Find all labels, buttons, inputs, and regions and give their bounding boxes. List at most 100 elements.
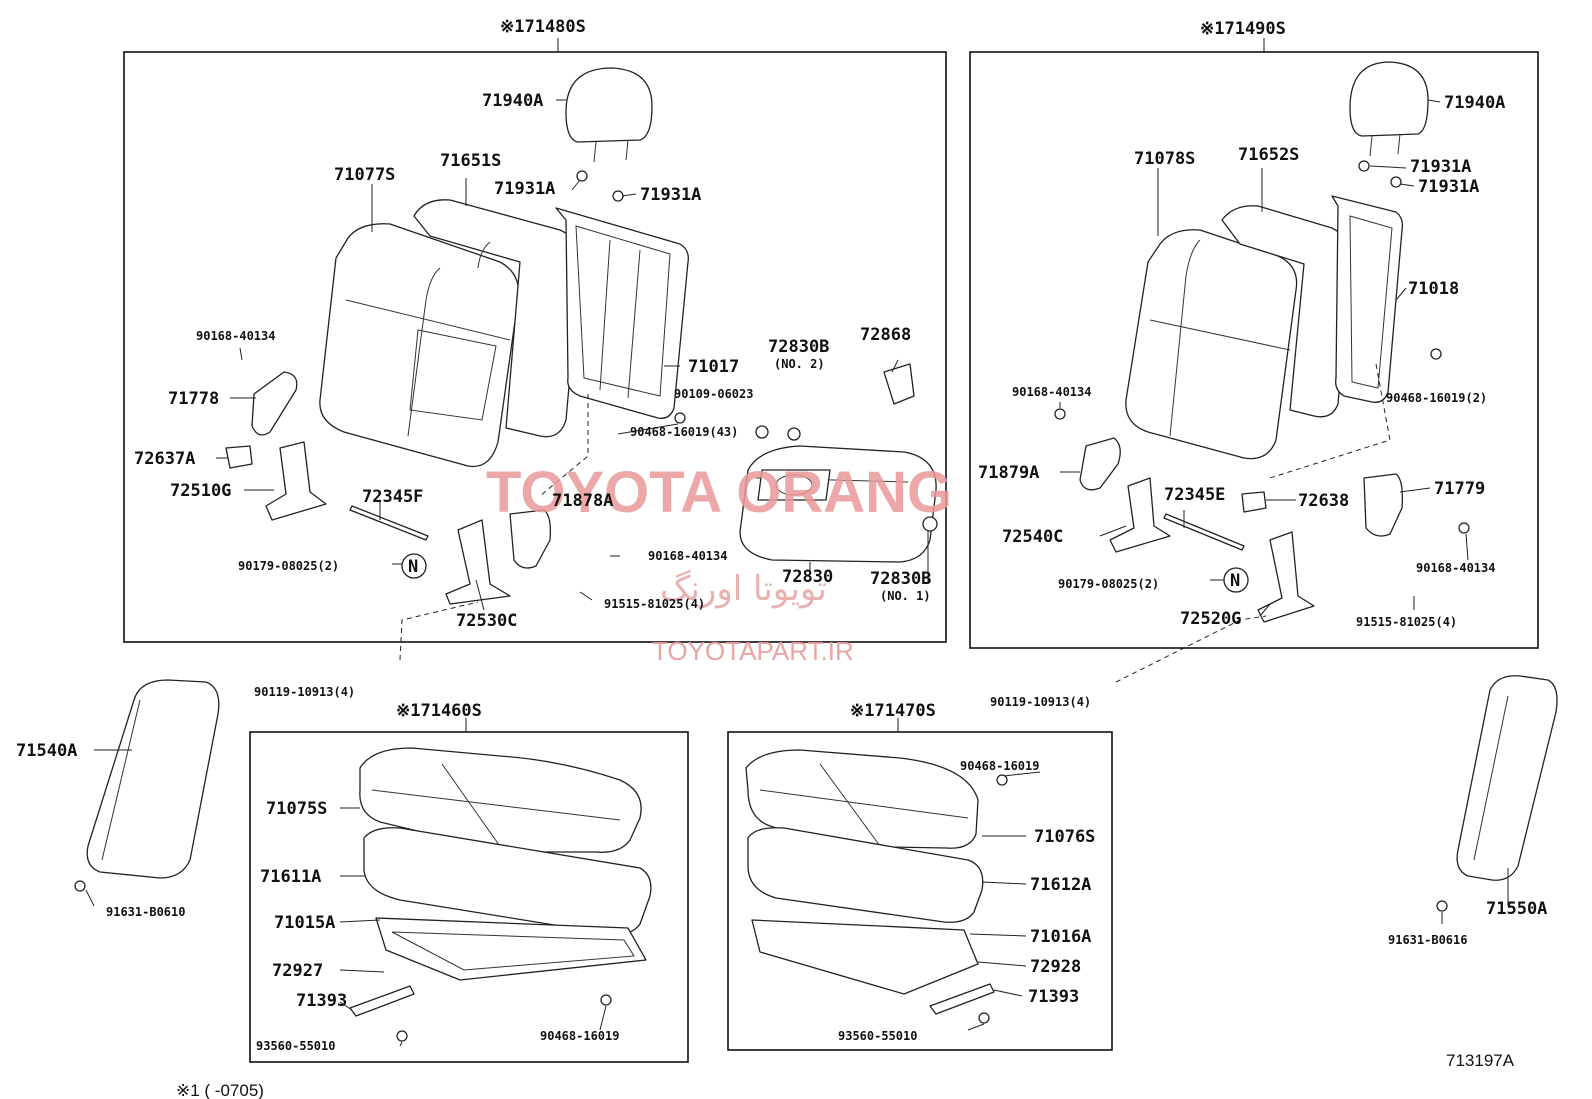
part-label: (NO. 2) [774,357,825,371]
part-label: 71931A [640,185,701,205]
part-label: 71540A [16,741,77,761]
trim-cover-illustration-71878A [509,509,552,569]
group-box-cushion-right [727,731,1113,1051]
part-label: 72927 [272,961,323,981]
part-label: 72345F [362,487,423,507]
hinge-bracket-illustration-72520G [1257,531,1315,623]
part-label: 90168-40134 [648,549,727,563]
part-label: 90468-16019 [960,759,1039,773]
group-label-cushion-right: ※171470S [850,701,936,721]
part-label: 90179-08025(2) [238,559,339,573]
bolt-illustration-93560-left [396,1030,408,1042]
cap-illustration-72830B-no1 [922,516,938,532]
part-label: 90468-16019(2) [1386,391,1487,405]
part-label: 90468-16019 [540,1029,619,1043]
part-label: 90468-16019(43) [630,425,738,439]
group-box-rear-back-left [123,51,947,643]
bolt-illustration-90168-r2 [1458,522,1470,534]
part-label: 72345E [1164,485,1225,505]
part-label: 71612A [1030,875,1091,895]
part-label: 90119-10913(4) [990,695,1091,709]
figure-id: 713197A [1446,1051,1515,1070]
part-label: 71015A [274,913,335,933]
part-label: 71077S [334,165,395,185]
cushion-pad-illustration-right [747,827,984,923]
knob-illustration-72638 [1241,491,1267,513]
hinge-bracket-illustration-72510G [265,441,327,521]
part-label: 93560-55010 [838,1029,917,1043]
footnote: ※1 ( -0705) [176,1081,264,1099]
part-label: 72510G [170,481,231,501]
part-label: 71879A [978,463,1039,483]
watermark-url: TOYOTAPART.IR [652,636,854,666]
part-label: 72868 [860,325,911,345]
clip-illustration-71931A-l1 [576,170,588,182]
part-label: 71550A [1486,899,1547,919]
install-line-left [399,601,479,661]
part-label: 91515-81025(4) [604,597,705,611]
clip-illustration-90468-cl [600,994,612,1006]
part-label: 90119-10913(4) [254,685,355,699]
headrest-illustration-right [1349,61,1429,157]
part-label: 71393 [296,991,347,1011]
part-label: 71652S [1238,145,1299,165]
n-marker-right [1223,567,1249,593]
seatback-pad-illustration-right [1125,229,1298,460]
part-label: 71931A [494,179,555,199]
part-label: 90109-06023 [674,387,753,401]
n-marker-right-text: N [1230,571,1240,591]
part-label: 71018 [1408,279,1459,299]
group-label-rear-back-right: ※171490S [1200,19,1286,39]
part-label: 72830 [782,567,833,587]
hinge-bracket-illustration-72540C [1109,477,1171,553]
part-label: 90168-40134 [196,329,275,343]
leader-lines [85,99,1509,1047]
part-label: 71940A [482,91,543,111]
group-label-rear-back-left: ※171480S [500,17,586,37]
clip-illustration-71931A-r1 [1358,160,1370,172]
seatback-trim-illustration-71778 [251,371,298,436]
cushion-frame-illustration-right [751,919,979,995]
side-pad-illustration-right [1456,675,1558,881]
part-label: 72530C [456,611,517,631]
part-label: 91631-B0616 [1388,933,1467,947]
group-box-cushion-left [249,731,689,1063]
part-label: 71611A [260,867,321,887]
cushion-cover-illustration-left [359,747,642,853]
part-label: (NO. 1) [880,589,931,603]
part-label: 71779 [1434,479,1485,499]
bolt-illustration-91631-b0616 [1436,900,1448,912]
part-label: 90168-40134 [1012,385,1091,399]
part-label: 71651S [440,151,501,171]
part-label: 71078S [1134,149,1195,169]
part-label: 71940A [1444,93,1505,113]
part-label: 91515-81025(4) [1356,615,1457,629]
hinge-bracket-illustration-72530C [445,519,511,605]
group-label-cushion-left: ※171460S [396,701,482,721]
part-label: 72520G [1180,609,1241,629]
part-label: 71931A [1418,177,1479,197]
cushion-cover-illustration-right [745,749,979,849]
part-label: 71878A [552,491,613,511]
rod-illustration-72345F [349,505,429,541]
hook-illustration-71393-right [929,983,995,1015]
part-label: 71778 [168,389,219,409]
part-label: 91631-B0610 [106,905,185,919]
clip-illustration-71931A-l2 [612,190,624,202]
headrest-illustration-left [565,67,653,163]
part-label: 72928 [1030,957,1081,977]
part-label: 72540C [1002,527,1063,547]
bolt-illustration-91631-b0610 [74,880,86,892]
clip-illustration-90468-2 [1430,348,1442,360]
group-box-rear-back-right [969,51,1539,649]
install-line-right [1115,615,1267,683]
clip-illustration-90468-cr [996,774,1008,786]
n-marker-left-text: N [408,557,418,577]
seatback-frame-illustration-right [1331,195,1404,403]
rod-illustration-72345E [1163,513,1245,551]
n-marker-left [401,553,427,579]
bolt-illustration-93560-right [978,1012,990,1024]
hinge-cover-illustration [883,363,915,405]
side-pad-illustration-left [86,679,220,879]
cushion-pad-illustration-left [363,827,652,935]
